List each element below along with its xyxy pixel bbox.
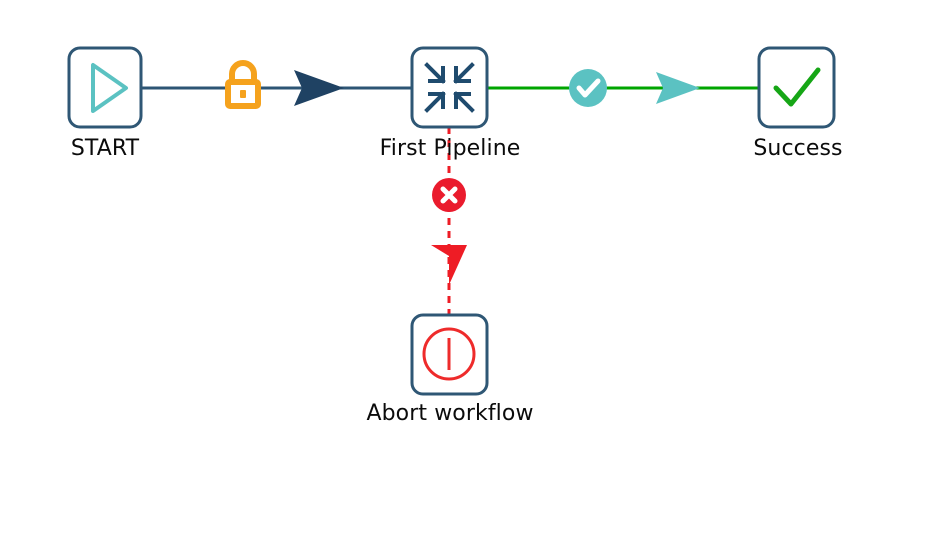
error-circle-x-icon[interactable] (432, 178, 466, 212)
stop-power-icon (422, 327, 476, 381)
node-success-box[interactable] (757, 46, 836, 129)
lock-icon[interactable] (225, 60, 261, 109)
stop-power-circle (422, 327, 476, 381)
node-success-label: Success (753, 136, 843, 161)
node-first-pipeline[interactable] (410, 46, 489, 129)
node-success[interactable] (757, 46, 836, 129)
check-mark-icon (773, 67, 821, 107)
node-start-box[interactable] (67, 46, 143, 129)
arrow-head-down-red-icon (431, 245, 467, 285)
node-start-label: START (70, 136, 140, 161)
lock-keyhole-icon (240, 90, 246, 98)
node-abort-workflow[interactable] (410, 313, 489, 396)
node-abort-workflow-label: Abort workflow (366, 401, 534, 426)
edge-first-pipeline-to-abort[interactable] (431, 127, 467, 315)
node-first-pipeline-box[interactable] (410, 46, 489, 129)
arrow-head-right-dark-icon (294, 70, 344, 106)
check-circle-icon[interactable] (569, 69, 607, 107)
edge-start-to-first-pipeline[interactable] (141, 60, 412, 109)
play-triangle-icon (91, 63, 128, 113)
error-circle-x-glyph (440, 186, 458, 204)
check-circle-background (569, 69, 607, 107)
edge-first-pipeline-to-success[interactable] (487, 69, 759, 107)
compress-arrows-icon (424, 62, 475, 113)
lock-shackle-icon (229, 60, 257, 84)
check-circle-tick-icon (576, 78, 601, 98)
node-start[interactable] (67, 46, 143, 129)
arrow-head-right-teal-icon (656, 72, 700, 104)
node-first-pipeline-label: First Pipeline (379, 136, 521, 161)
